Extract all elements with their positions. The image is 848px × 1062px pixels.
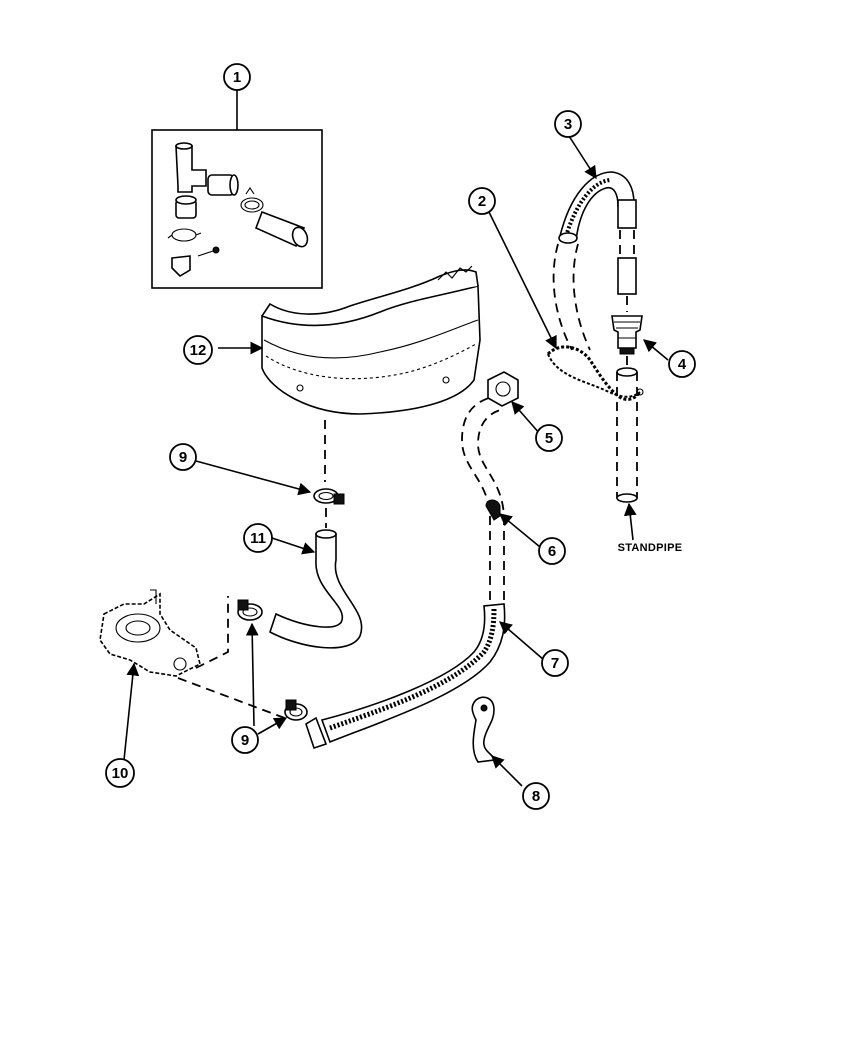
callout-9-upper: 9: [169, 443, 197, 471]
callout-10: 10: [105, 758, 135, 788]
callout-9-lower: 9: [231, 726, 259, 754]
callout-2-label: 2: [478, 193, 486, 210]
callout-12: 12: [183, 335, 213, 365]
callout-12-label: 12: [190, 342, 207, 359]
callout-8: 8: [522, 782, 550, 810]
callout-5-label: 5: [545, 430, 553, 447]
part-9-hose-clamp-lower: [237, 599, 308, 735]
callout-1: 1: [223, 63, 251, 91]
callout-6-label: 6: [548, 543, 556, 560]
callout-2: 2: [468, 187, 496, 215]
standpipe: [616, 367, 638, 541]
assembly-line: [552, 243, 573, 351]
callout-6: 6: [538, 537, 566, 565]
callout-3: 3: [554, 110, 582, 138]
callout-8-label: 8: [532, 788, 540, 805]
part-6-hose-clip: [485, 499, 541, 548]
part-8-hose-bracket: [471, 696, 523, 787]
part-11-drain-hose-elbow: [269, 529, 363, 649]
part-7-corrugated-drain-hose: [305, 603, 545, 750]
assembly-line: [572, 243, 591, 351]
assembly-line: [477, 409, 505, 600]
callout-11-label: 11: [250, 530, 266, 547]
callout-7: 7: [541, 649, 569, 677]
assembly-line: [177, 677, 291, 721]
callout-10-label: 10: [112, 765, 129, 782]
callout-7-label: 7: [551, 655, 559, 672]
assembly-line: [195, 596, 229, 669]
part-2-hose-tie-strap: [487, 209, 644, 401]
callout-5: 5: [535, 424, 563, 452]
part-9-hose-clamp-upper: [195, 460, 345, 505]
part-4-standpipe-adapter: [611, 315, 669, 361]
callout-4-label: 4: [678, 356, 687, 373]
callout-1-label: 1: [233, 69, 241, 86]
assembly-line: [461, 395, 497, 600]
part-10-drain-pump: [99, 589, 201, 761]
callout-3-label: 3: [564, 116, 572, 133]
part-3-hose-hook: [558, 135, 637, 244]
callout-11: 11: [243, 523, 273, 553]
standpipe-label: STANDPIPE: [618, 542, 683, 554]
part-12-tub: [218, 265, 481, 415]
standpipe-upper-tube: [617, 257, 637, 295]
callout-9-lower-label: 9: [241, 732, 249, 749]
part-5-hose-nut: [487, 371, 541, 435]
callout-9-upper-label: 9: [179, 449, 187, 466]
callout-4: 4: [668, 350, 696, 378]
part-1-drain-kit-inset: [151, 90, 323, 289]
